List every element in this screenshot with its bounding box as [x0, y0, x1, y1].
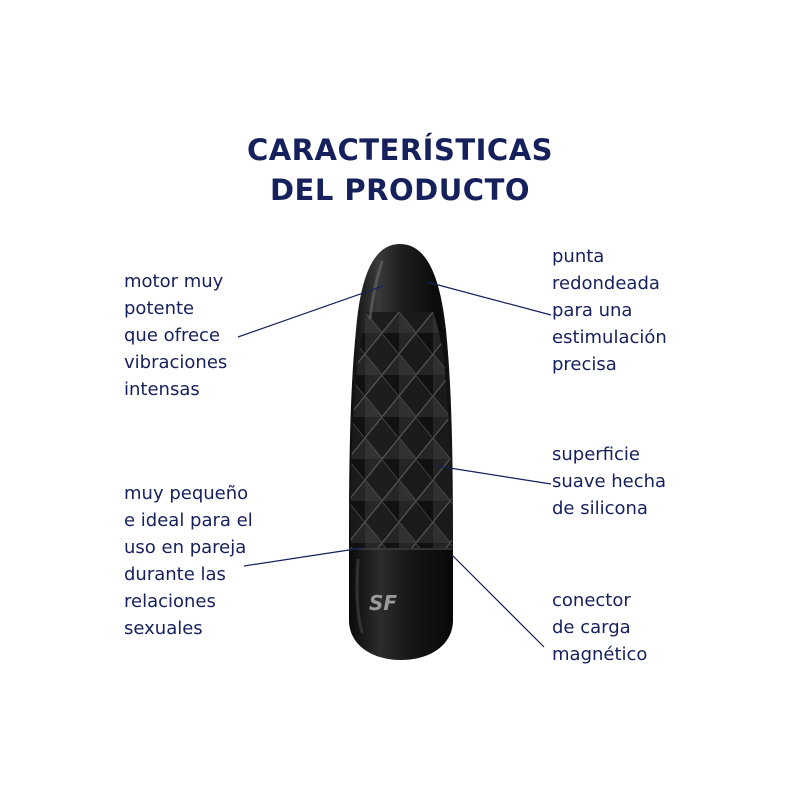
product-base [349, 548, 453, 660]
leader-line-surface [436, 465, 552, 485]
leader-line-motor [237, 285, 384, 338]
leader-line-tip [426, 281, 552, 316]
title-line-2: DEL PRODUCTO [269, 173, 531, 207]
feature-tip: punta redondeada para una estimulación p… [552, 246, 667, 375]
page-title: CARACTERÍSTICAS DEL PRODUCTO [0, 130, 800, 210]
feature-motor: motor muy potente que ofrece vibraciones… [124, 271, 228, 400]
leader-line-charger [451, 554, 545, 648]
feature-surface: superficie suave hecha de silicona [552, 444, 667, 519]
tip-highlight [368, 260, 384, 320]
diamond-texture [350, 312, 452, 548]
leader-line-size [243, 547, 363, 567]
product-logo: SF [369, 591, 397, 615]
feature-charger: conector de carga magnético [552, 590, 648, 665]
title-line-1: CARACTERÍSTICAS [246, 133, 554, 167]
feature-size: muy pequeño e ideal para el uso en parej… [124, 483, 253, 639]
